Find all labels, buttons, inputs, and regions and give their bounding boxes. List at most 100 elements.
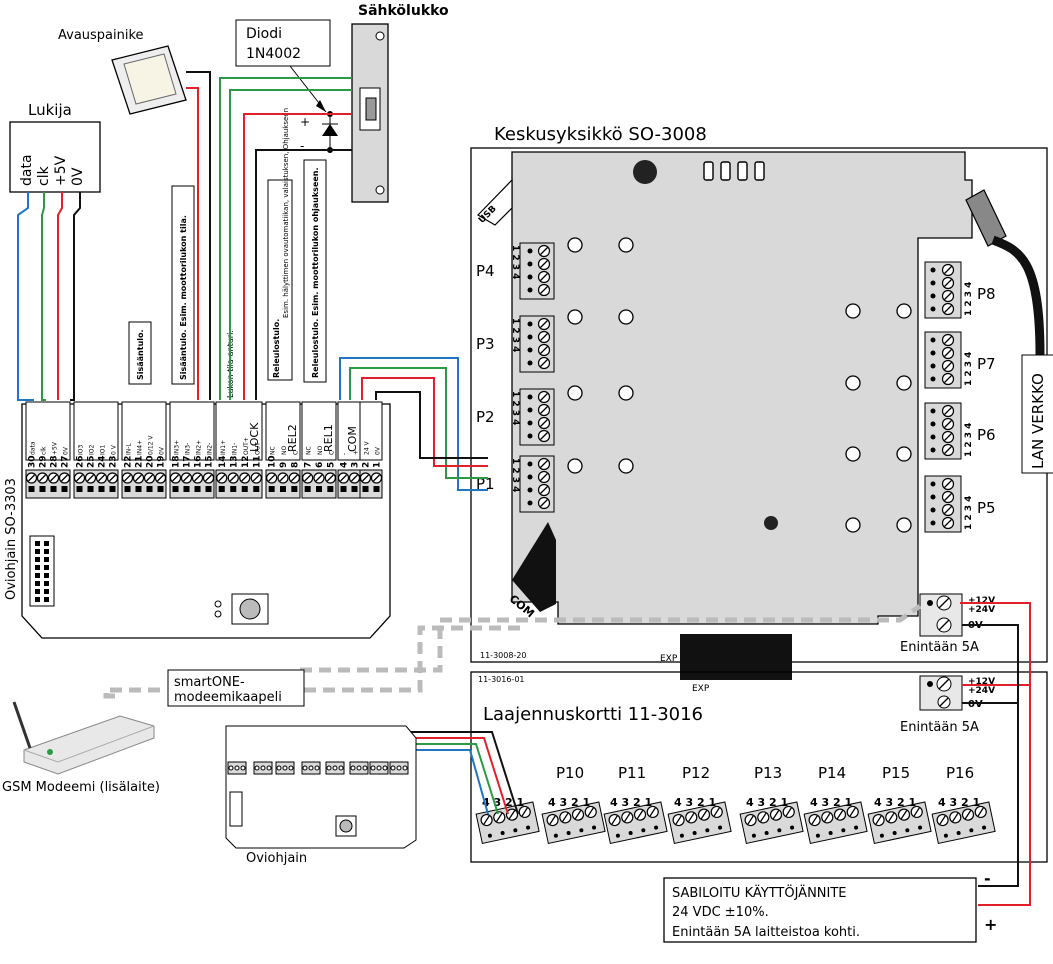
expansion-port-name: P14 <box>818 764 846 782</box>
pin-square <box>146 486 153 492</box>
svg-text:11-3016-01: 11-3016-01 <box>478 675 525 684</box>
svg-text:EXP: EXP <box>660 654 678 664</box>
pin-dot <box>718 825 723 830</box>
wires <box>17 71 1031 906</box>
terminal-pin-label: IN2- <box>207 443 214 455</box>
screw-slot <box>824 812 831 822</box>
pin-dot <box>527 461 533 467</box>
terminal-pin-number: 24 <box>98 455 108 468</box>
pin-square <box>194 486 201 492</box>
pin-square <box>98 486 105 492</box>
led-row <box>703 161 765 181</box>
port-name: P6 <box>977 426 996 444</box>
screw-slot <box>252 474 260 482</box>
pin-dot <box>930 434 936 440</box>
terminal-pin-number: 3 <box>351 462 361 468</box>
pin-square <box>316 486 322 492</box>
pin-dot <box>879 833 884 838</box>
screw-slot <box>713 807 720 817</box>
pin-dot <box>943 833 948 838</box>
svg-text:Diodi: Diodi <box>246 26 282 42</box>
screw-slot <box>362 474 369 482</box>
screw-slot <box>977 807 984 817</box>
terminal-pin-label: 0 V <box>111 444 118 455</box>
port-name: P3 <box>476 335 495 353</box>
svg-text:+12V: +12V <box>968 677 995 687</box>
pin-dot <box>527 321 533 327</box>
small-screw <box>326 765 332 771</box>
header-pin <box>44 573 49 578</box>
screw-slot <box>540 432 548 440</box>
pin-dot <box>487 833 492 838</box>
pin-dot <box>527 500 533 506</box>
screw-slot <box>50 474 57 482</box>
pin-dot <box>628 830 633 835</box>
pin-dot <box>854 825 859 830</box>
small-screw <box>282 765 288 771</box>
screw-slot <box>540 473 548 481</box>
screw-slot <box>624 812 631 822</box>
pin-square <box>183 486 190 492</box>
screw-slot <box>540 499 548 507</box>
pin-dot <box>905 828 910 833</box>
terminal-pin-number: 5 <box>326 462 336 468</box>
screw-slot <box>944 336 952 344</box>
terminal-pin-number: 1 <box>373 462 383 468</box>
pin-square <box>291 486 298 492</box>
terminal-pin-label: NO <box>317 446 324 455</box>
door-controller-title: Oviohjain SO-3303 <box>4 478 19 600</box>
screw-slot <box>811 815 818 825</box>
small-door-controller-title: Oviohjain <box>246 851 307 866</box>
small-screw <box>240 765 246 771</box>
screw-slot <box>373 474 380 482</box>
small-screw <box>376 765 382 771</box>
terminal-pin-number: 22 <box>124 455 134 468</box>
screw-slot <box>135 474 142 482</box>
terminal-pin-label: + <box>353 450 360 455</box>
terminal-pin-number: 17 <box>183 455 193 468</box>
screw-slot <box>508 810 516 820</box>
gsm-modem-title: GSM Modeemi (lisälaite) <box>2 780 160 795</box>
pin-square <box>304 486 311 492</box>
header-pin <box>35 573 40 578</box>
screw-slot <box>290 474 298 482</box>
terminal-group-name: REL2 <box>286 424 299 452</box>
svg-text:-: - <box>300 139 304 153</box>
port-pin-numbers: 1 2 3 4 <box>510 245 520 279</box>
pin-dot <box>764 830 769 835</box>
screw-slot <box>279 474 287 482</box>
lan-label: LAN VERKKO <box>1021 354 1053 474</box>
screw-slot <box>540 359 548 367</box>
reader-title: Lukija <box>28 101 72 119</box>
terminal-pin-number: 10 <box>268 455 278 468</box>
screw-slot <box>146 474 153 482</box>
screw-slot <box>172 474 179 482</box>
header-pin <box>35 565 40 570</box>
terminal-pin-number: 7 <box>304 462 314 468</box>
pin-dot <box>527 407 533 413</box>
screw-slot <box>944 362 952 370</box>
screw-slot <box>964 810 972 820</box>
screw-slot <box>540 486 548 494</box>
terminal-pin-label: 0V <box>63 446 70 455</box>
port-p1: 1 2 3 4P1 <box>476 455 555 513</box>
svg-text:0V: 0V <box>968 699 983 710</box>
pin-dot <box>527 287 533 293</box>
screw-slot <box>194 474 201 482</box>
port-p2: 1 2 3 4P2 <box>476 388 555 446</box>
svg-text:Enintään 5A: Enintään 5A <box>900 640 979 655</box>
expansion-port <box>667 801 732 845</box>
terminal-label-box <box>25 401 71 461</box>
small-screw <box>302 765 308 771</box>
screw-slot <box>315 474 323 482</box>
pin-dot <box>527 487 533 493</box>
pin-dot <box>751 833 756 838</box>
header-pin <box>35 597 40 602</box>
main-controller-title: Keskusyksikkö SO-3008 <box>494 124 707 145</box>
pin-square <box>172 486 179 492</box>
